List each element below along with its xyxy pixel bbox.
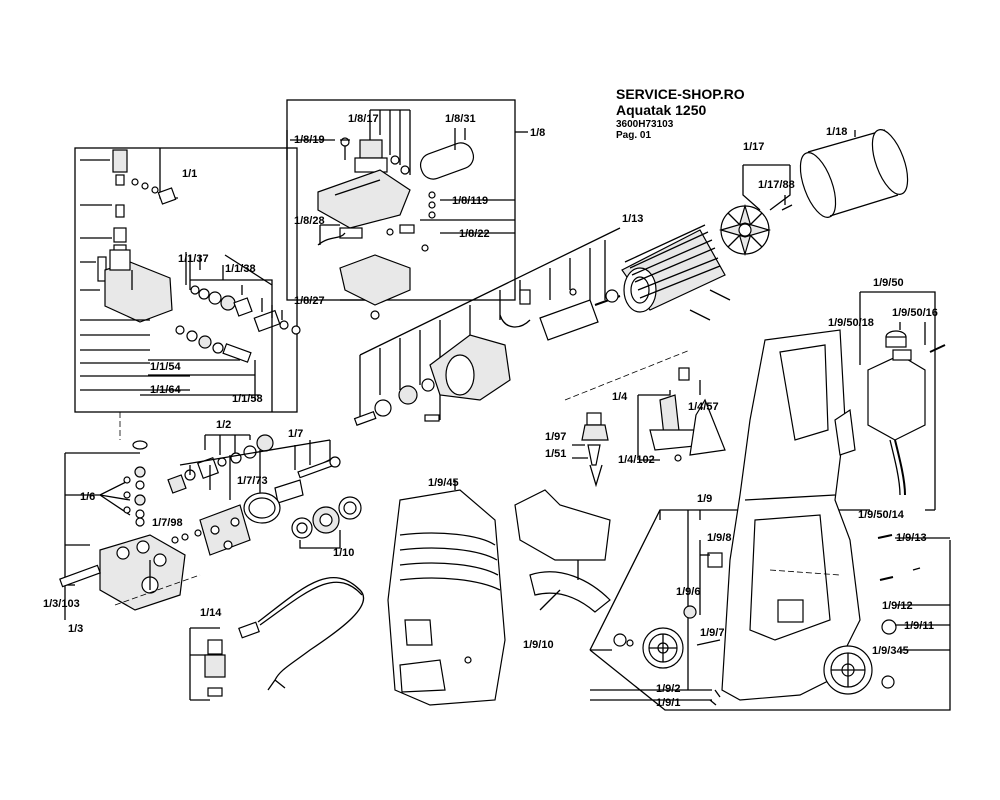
label-1-1: 1/1 [182, 168, 197, 180]
label-1-9-10: 1/9/10 [523, 639, 554, 651]
label-1-7: 1/7 [288, 428, 303, 440]
label-1-9-45: 1/9/45 [428, 477, 459, 489]
label-1-3: 1/3 [68, 623, 83, 635]
label-1-8: 1/8 [530, 127, 545, 139]
label-1-51: 1/51 [545, 448, 566, 460]
label-1-9-345: 1/9/345 [872, 645, 909, 657]
label-1-9-1: 1/9/1 [656, 697, 680, 709]
part-valve-housing [104, 261, 173, 323]
group-1-6-1-3 [59, 440, 201, 620]
label-1-8-27: 1/8/27 [294, 295, 325, 307]
label-1-18: 1/18 [826, 126, 847, 138]
label-1-9-12: 1/9/12 [882, 600, 913, 612]
part-power-cord [257, 577, 365, 681]
label-1-8-19: 1/8/19 [294, 134, 325, 146]
header-page: Pag. 01 [616, 130, 651, 141]
part-hose-hook [514, 489, 611, 561]
part-swash-plate [199, 504, 251, 556]
part-tank [867, 354, 926, 441]
box-1-1 [74, 147, 298, 413]
group-1-14 [189, 577, 365, 701]
label-1-9-13: 1/9/13 [896, 532, 927, 544]
label-1-8-28: 1/8/28 [294, 215, 325, 227]
label-1-17-88: 1/17/88 [758, 179, 795, 191]
label-1-8-22: 1/8/22 [459, 228, 490, 240]
label-1-9-50: 1/9/50 [873, 277, 904, 289]
label-1-9-8: 1/9/8 [707, 532, 731, 544]
group-1-4 [564, 349, 726, 488]
label-1-8-17: 1/8/17 [348, 113, 379, 125]
group-1-13-motor [353, 224, 731, 426]
label-1-8-119: 1/8/119 [452, 195, 488, 207]
label-1-2: 1/2 [216, 419, 231, 431]
group-1-8 [286, 99, 528, 320]
label-1-14: 1/14 [200, 607, 222, 619]
label-1-9-50-14: 1/9/50/14 [858, 509, 905, 521]
label-1-7-98: 1/7/98 [152, 517, 183, 529]
group-1-1 [74, 147, 301, 440]
part-1-18-cover [799, 129, 909, 218]
part-rotor [539, 299, 599, 341]
part-switch-cover [339, 254, 411, 306]
label-1-6: 1/6 [80, 491, 95, 503]
group-1-9 [589, 329, 951, 711]
part-nipple [112, 149, 128, 173]
part-capacitor [419, 142, 475, 180]
label-1-1-64: 1/1/64 [150, 384, 181, 396]
part-clip [529, 571, 611, 613]
part-cord-gland [204, 654, 226, 678]
label-1-3-103: 1/3/103 [43, 598, 80, 610]
label-1-9-50-18: 1/9/50/18 [828, 317, 874, 329]
label-1-13: 1/13 [622, 213, 643, 225]
label-1-17: 1/17 [743, 141, 764, 153]
label-1-1-58: 1/1/58 [232, 393, 263, 405]
part-1-9-45-housing [387, 480, 506, 706]
group-1-2 [184, 434, 274, 481]
label-1-9-2: 1/9/2 [656, 683, 680, 695]
label-1-9-11: 1/9/11 [904, 620, 934, 632]
label-1-4-57: 1/4/57 [688, 401, 719, 413]
label-1-10: 1/10 [333, 547, 354, 559]
header-site: SERVICE-SHOP.RO [616, 86, 745, 102]
label-1-8-31: 1/8/31 [445, 113, 476, 125]
label-1-9-50-16: 1/9/50/16 [892, 307, 938, 319]
part-switch-housing [317, 169, 411, 229]
header-model: Aquatak 1250 [616, 102, 706, 118]
label-1-9: 1/9 [697, 493, 712, 505]
label-1-4-102: 1/4/102 [618, 454, 655, 466]
group-1-17 [718, 164, 793, 257]
part-switch [359, 139, 383, 159]
group-1-9-50 [859, 291, 946, 511]
label-1-1-54: 1/1/54 [150, 361, 181, 373]
label-1-4: 1/4 [612, 391, 628, 403]
group-1-10 [291, 496, 362, 549]
label-1-97: 1/97 [545, 431, 566, 443]
label-1-1-38: 1/1/38 [225, 263, 256, 275]
label-1-9-6: 1/9/6 [676, 586, 700, 598]
label-1-7-73: 1/7/73 [237, 475, 268, 487]
label-1-9-7: 1/9/7 [700, 627, 724, 639]
label-1-1-37: 1/1/37 [178, 253, 209, 265]
group-1-7 [171, 439, 341, 556]
header-code: 3600H73103 [616, 119, 674, 130]
